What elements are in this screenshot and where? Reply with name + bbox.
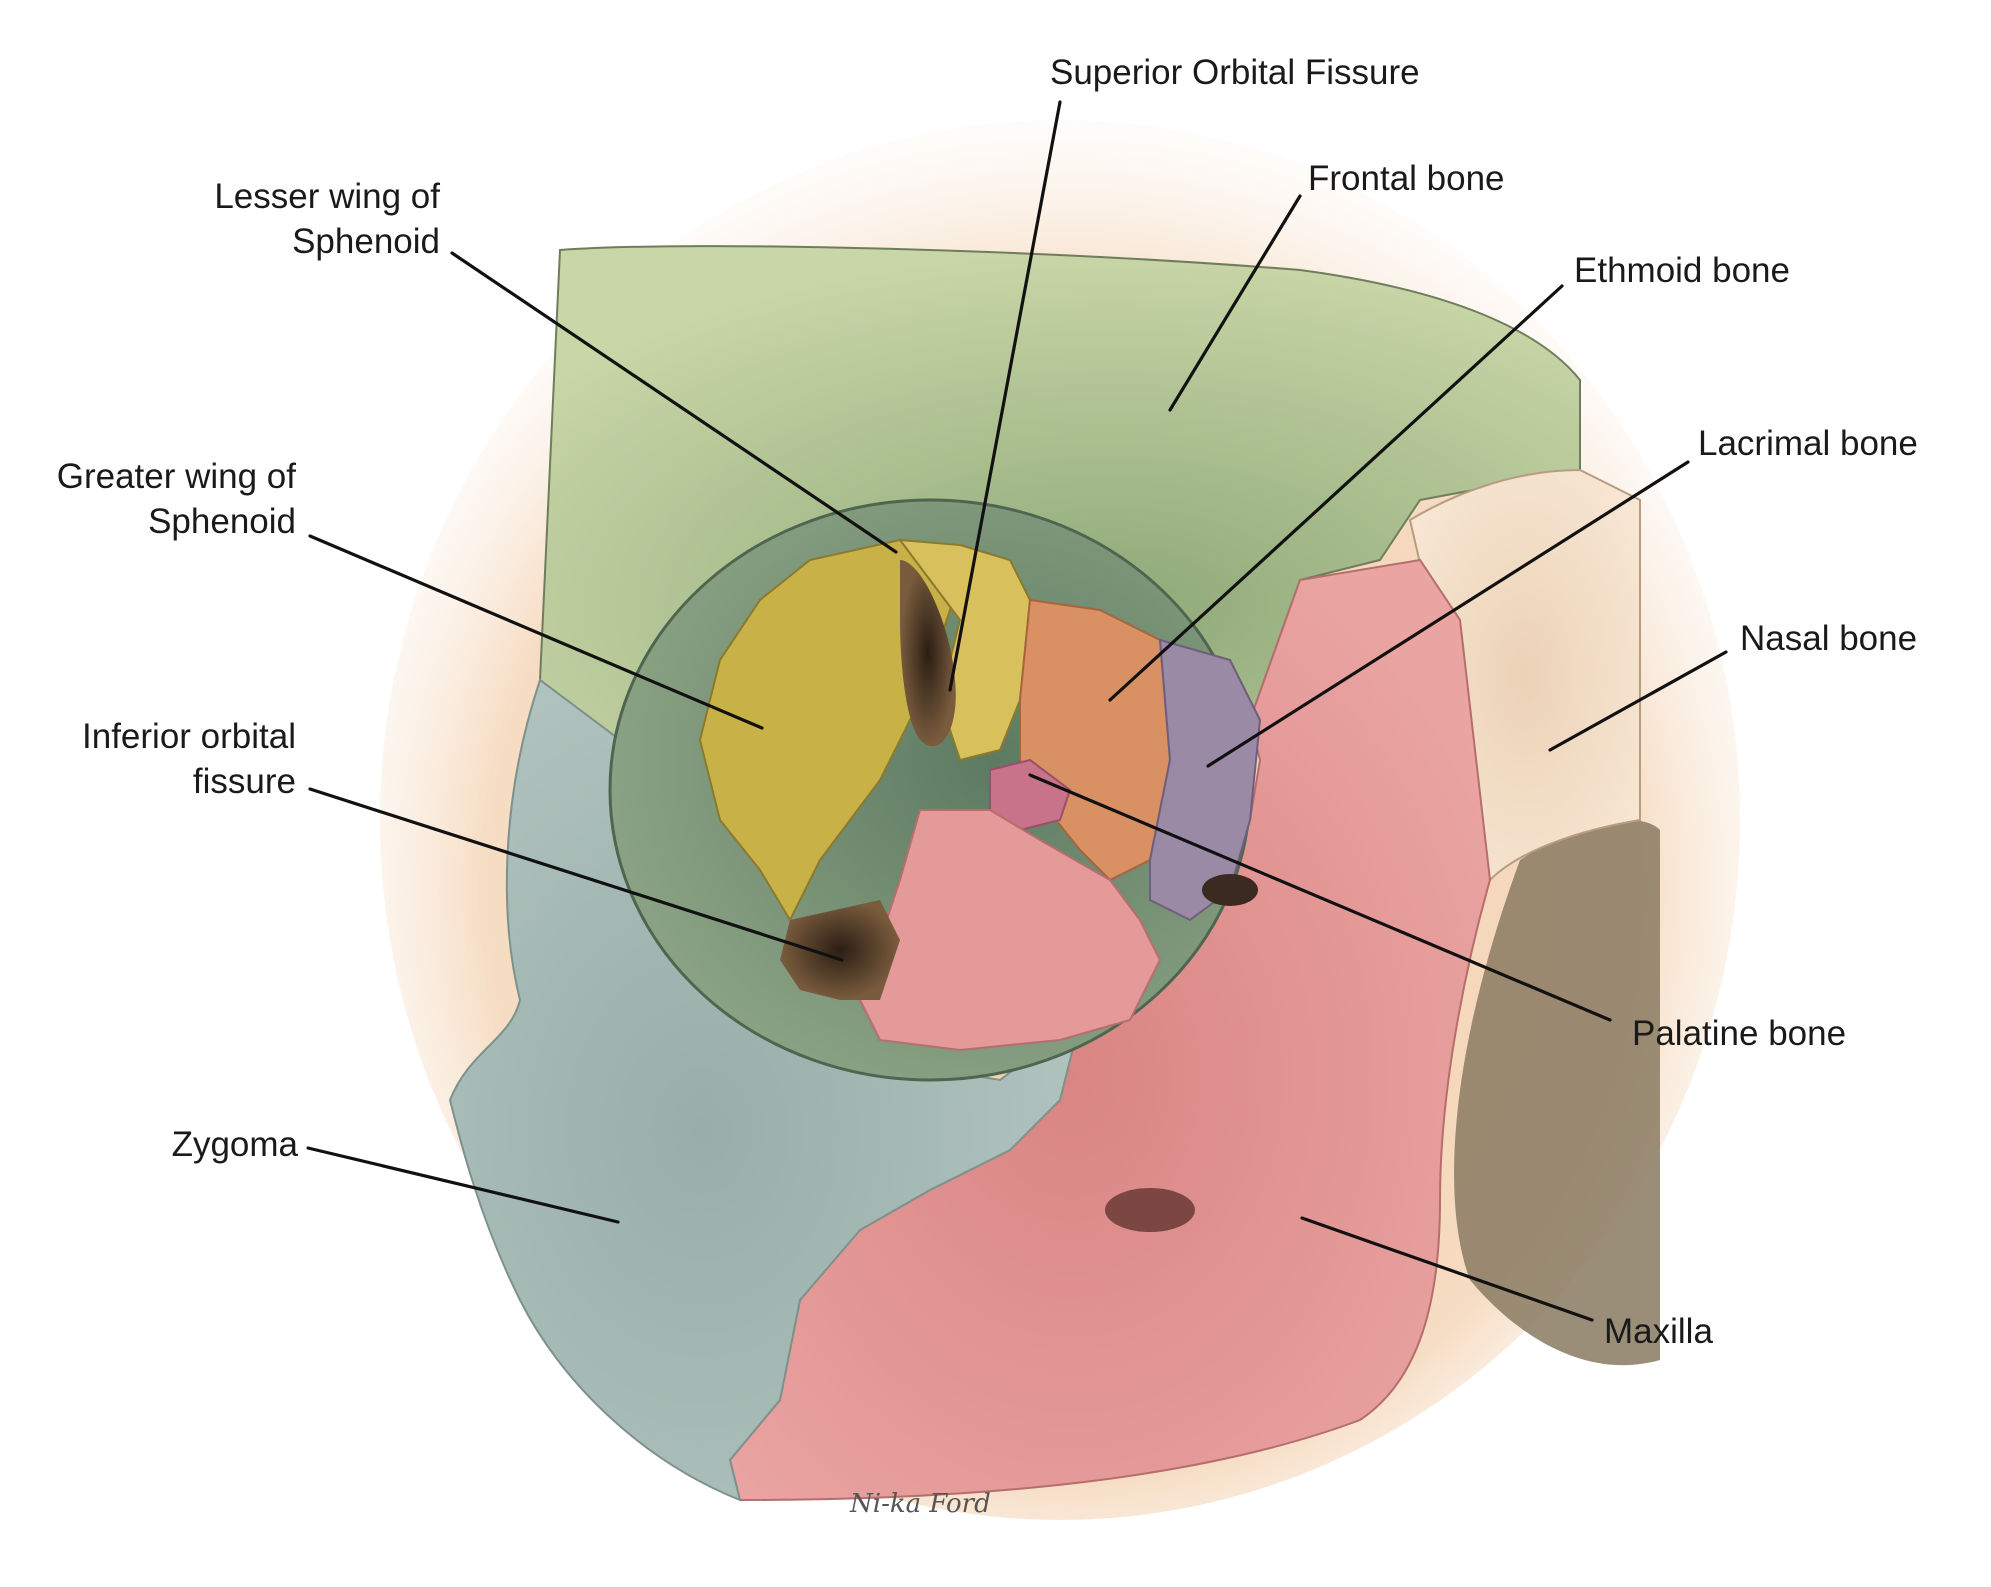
nasal-bone-region — [1408, 468, 1641, 883]
label-frontal-bone: Frontal bone — [1308, 159, 1505, 198]
inferior-orbital-fissure-region — [780, 900, 900, 1000]
leader-greater-wing — [308, 534, 764, 730]
label-zygoma: Zygoma — [172, 1125, 299, 1164]
label-greater-wing-line2: Sphenoid — [148, 502, 296, 541]
infraorbital-foramen — [1105, 1188, 1195, 1232]
label-lesser-wing-line2: Sphenoid — [292, 222, 440, 261]
leader-lines — [306, 100, 1728, 1322]
leader-inferior-orbital-fissure — [308, 787, 844, 962]
leader-superior-orbital-fissure — [948, 100, 1062, 692]
leader-zygoma — [306, 1146, 620, 1224]
artist-signature: Ni-ka Ford — [849, 1489, 991, 1519]
leader-nasal-bone — [1548, 650, 1728, 752]
superior-orbital-fissure-region — [900, 560, 956, 747]
label-nasal-bone: Nasal bone — [1740, 619, 1917, 658]
leader-palatine-bone — [1028, 773, 1612, 1022]
label-ethmoid-bone: Ethmoid bone — [1574, 251, 1790, 290]
label-lacrimal-bone: Lacrimal bone — [1698, 424, 1918, 463]
leader-lesser-wing — [450, 251, 898, 554]
leader-frontal-bone — [1168, 194, 1302, 412]
label-inferior-orbital-line2: fissure — [193, 762, 296, 801]
label-inferior-orbital-line1: Inferior orbital — [82, 717, 296, 756]
lacrimal-bone-region — [1149, 638, 1262, 922]
leader-maxilla — [1300, 1216, 1594, 1322]
labels: Superior Orbital Fissure Frontal bone Et… — [57, 53, 1918, 1351]
label-palatine-bone: Palatine bone — [1632, 1014, 1846, 1053]
label-lesser-wing-line1: Lesser wing of — [214, 177, 440, 216]
leader-ethmoid-bone — [1108, 284, 1564, 702]
label-maxilla: Maxilla — [1604, 1312, 1713, 1351]
label-superior-orbital-fissure: Superior Orbital Fissure — [1050, 53, 1420, 92]
leader-lacrimal-bone — [1206, 460, 1690, 768]
label-greater-wing-line1: Greater wing of — [57, 457, 297, 496]
nasolacrimal-opening — [1202, 874, 1258, 906]
nasal-cavity-shadow — [1454, 820, 1660, 1366]
